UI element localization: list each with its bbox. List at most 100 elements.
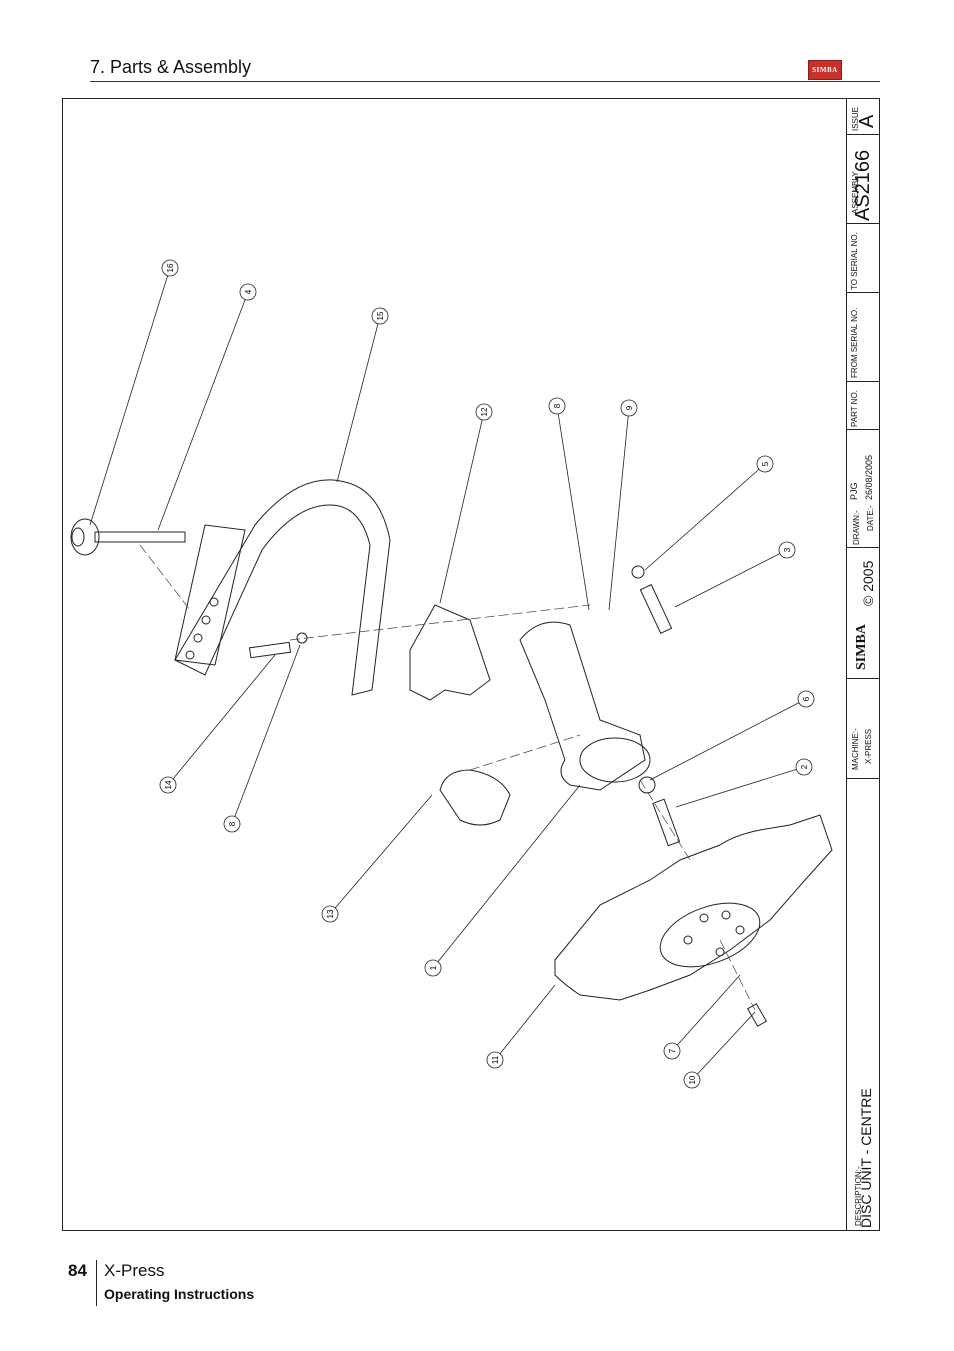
leader-line [556, 405, 590, 611]
footer-subtitle: Operating Instructions [104, 1286, 255, 1302]
bolt-4 [94, 531, 186, 543]
callout-label: 16 [166, 263, 175, 272]
callout-10: 10 [683, 1071, 701, 1089]
leader-line [675, 766, 805, 808]
callout-label: 9 [625, 405, 634, 410]
leader-line [608, 407, 630, 611]
section-title: 7. Parts & Assembly [90, 57, 252, 77]
u-bracket-part [174, 479, 391, 696]
callout-circle [797, 690, 815, 708]
notched-disc-11 [554, 814, 833, 1001]
bracket-plate [174, 524, 246, 666]
callout-circle [475, 403, 493, 421]
tb-rule [846, 778, 880, 779]
leader-line [336, 315, 381, 483]
callout-circle [778, 541, 796, 559]
callout-label: 12 [480, 407, 489, 416]
leader-line [649, 698, 807, 781]
callout-5: 5 [756, 455, 774, 473]
bracket-hole [209, 597, 219, 607]
callout-circle [620, 399, 638, 417]
callout-label: 6 [802, 696, 811, 701]
nut-5 [631, 565, 645, 579]
callout-1: 1 [424, 959, 442, 977]
bolt-14 [248, 641, 292, 659]
callout-circle [223, 815, 241, 833]
from-serial-label: FROM SERIAL NO. [850, 307, 859, 378]
simba-logo: SIMBA [808, 60, 842, 80]
description-value: DISC UNIT - CENTRE [858, 1088, 874, 1228]
disc-centre-plate [659, 902, 761, 968]
disc-bolt-hole [699, 913, 709, 923]
bracket-hole [193, 633, 203, 643]
centre-line [719, 939, 756, 1011]
callout-4: 4 [239, 283, 257, 301]
leader-line [157, 291, 249, 531]
assembly-value: AS2166 [852, 149, 874, 221]
to-serial-label: TO SERIAL NO. [850, 232, 859, 290]
callout-3: 3 [778, 541, 796, 559]
callout-label: 8 [228, 821, 237, 826]
leader-line [644, 463, 766, 571]
leader-line [494, 984, 556, 1061]
disc-bolt-hole [721, 910, 731, 920]
callout-circle [371, 307, 389, 325]
spacer-13 [439, 769, 511, 826]
callout-circle [321, 905, 339, 923]
callout-circle [239, 283, 257, 301]
callout-circle [424, 959, 442, 977]
callout-circle [486, 1051, 504, 1069]
machine-label: MACHINE:- [851, 728, 860, 770]
drawing-frame [62, 98, 880, 1231]
leader-line [674, 549, 788, 608]
callout-label: 4 [244, 289, 253, 294]
callout-11: 11 [486, 1051, 504, 1069]
date-value: 26/08/2005 [864, 454, 874, 500]
bolt-3 [639, 584, 673, 634]
issue-value: A [856, 114, 878, 128]
callout-circle [683, 1071, 701, 1089]
simba-brand: SIMBA [854, 624, 869, 670]
centre-line [469, 734, 581, 771]
leader-line [432, 784, 581, 969]
footer-separator [96, 1260, 97, 1306]
callout-13: 13 [321, 905, 339, 923]
machine-value: X-PRESS [864, 728, 873, 764]
disc-bolt-hole [683, 935, 693, 945]
leader-line [89, 267, 171, 526]
drawn-label: DRAWN:- [852, 510, 861, 545]
nut-6 [638, 776, 656, 794]
callout-label: 8 [553, 403, 562, 408]
washer-16 [70, 518, 100, 556]
page-number: 84 [68, 1261, 87, 1280]
part-no-label: PART NO. [850, 390, 859, 427]
leader-line [439, 411, 485, 604]
mount-bracket-12 [409, 604, 491, 701]
callout-circle [159, 776, 177, 794]
tb-rule [846, 429, 880, 430]
hub-flange [579, 737, 651, 783]
callout-9: 9 [620, 399, 638, 417]
tb-rule [846, 292, 880, 293]
title-block-divider [846, 98, 847, 1231]
bracket-hole [185, 650, 195, 660]
callout-circle [161, 259, 179, 277]
disc-bolt-hole [735, 925, 745, 935]
washer-16-inner [71, 527, 85, 547]
date-label: DATE:- [866, 505, 875, 531]
bolt-2 [652, 798, 681, 847]
header-rule [90, 81, 880, 82]
callout-label: 15 [376, 311, 385, 320]
callout-label: 5 [761, 461, 770, 466]
tb-rule [846, 134, 880, 135]
bolt-10 [746, 1003, 768, 1027]
callout-label: 10 [688, 1075, 697, 1084]
centre-line [139, 544, 191, 611]
tb-rule [846, 381, 880, 382]
tb-rule [846, 223, 880, 224]
leader-line [167, 654, 276, 786]
centre-line [289, 604, 591, 641]
callout-label: 1 [429, 965, 438, 970]
